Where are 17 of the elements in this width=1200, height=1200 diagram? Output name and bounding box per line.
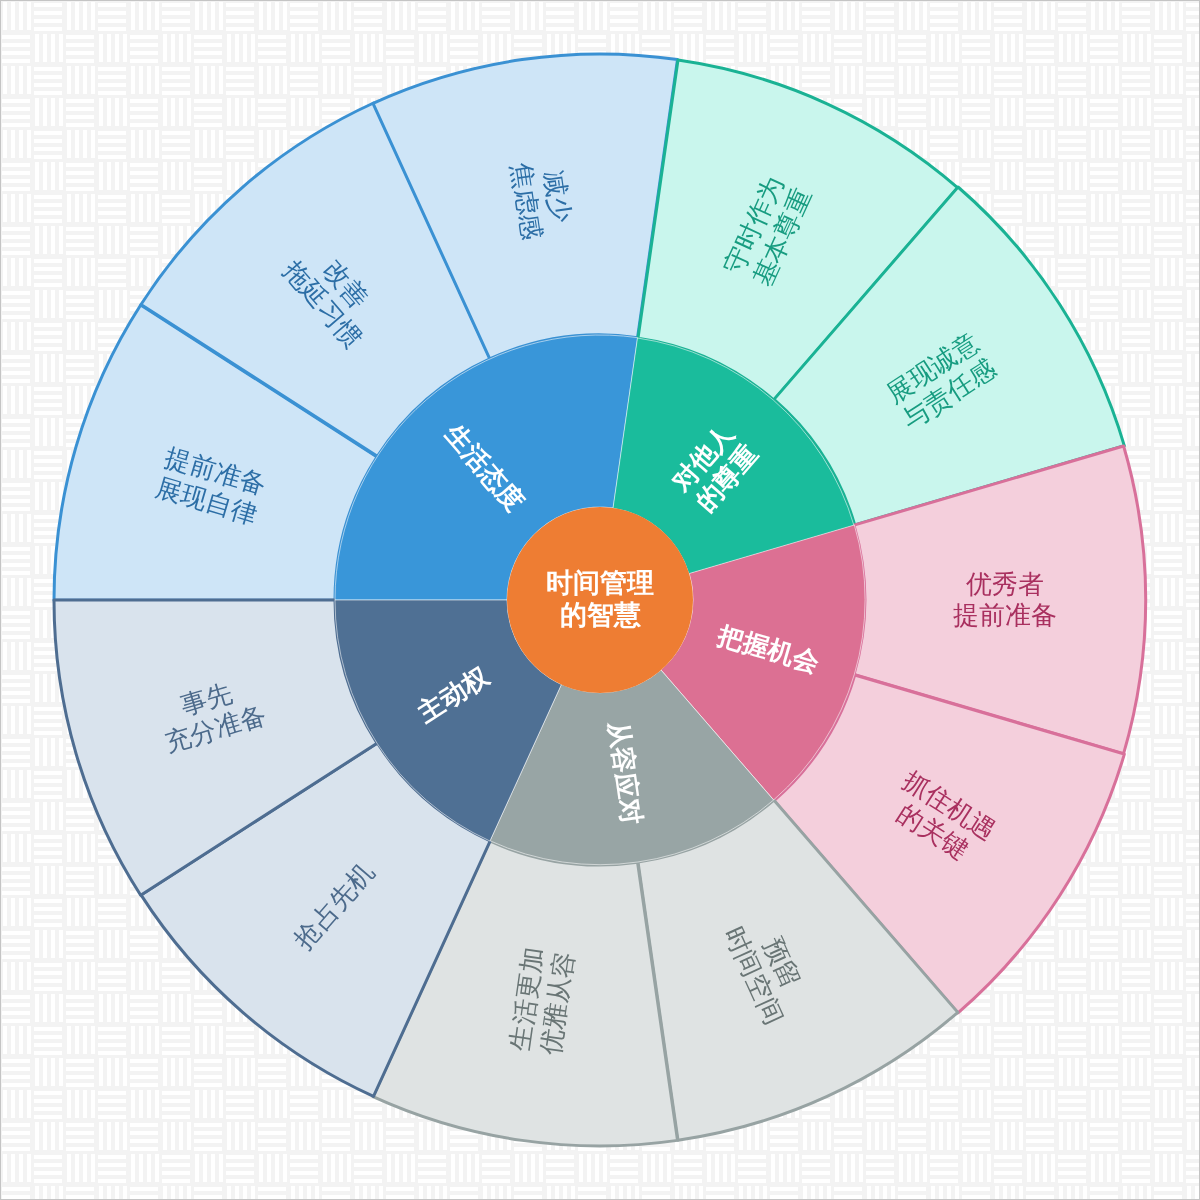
item-label: 提前准备展现自律 xyxy=(152,441,270,530)
category-label: 生活态度 xyxy=(439,418,532,518)
category-label: 把握机会 xyxy=(713,619,823,679)
item-label: 减少焦虑感 xyxy=(506,159,578,242)
item-label: 预留时间空间 xyxy=(718,920,809,1029)
category-label: 对他人的尊重 xyxy=(665,418,764,518)
item-label: 展现诚意与责任感 xyxy=(880,326,1002,435)
category-label: 主动权 xyxy=(411,660,494,729)
item-label: 事先充分准备 xyxy=(160,676,270,759)
item-label: 守时作为基本尊重 xyxy=(718,171,818,292)
item-label: 改善拖延习惯 xyxy=(277,252,376,353)
item-label: 抢占先机 xyxy=(288,857,381,956)
center-label: 时间管理的智慧 xyxy=(546,568,654,632)
item-label: 抓住机遇的关键 xyxy=(891,765,1002,868)
item-label: 优秀者提前准备 xyxy=(953,569,1058,631)
category-label: 从容应对 xyxy=(602,719,648,827)
item-label: 生活更加优雅从容 xyxy=(504,945,580,1058)
